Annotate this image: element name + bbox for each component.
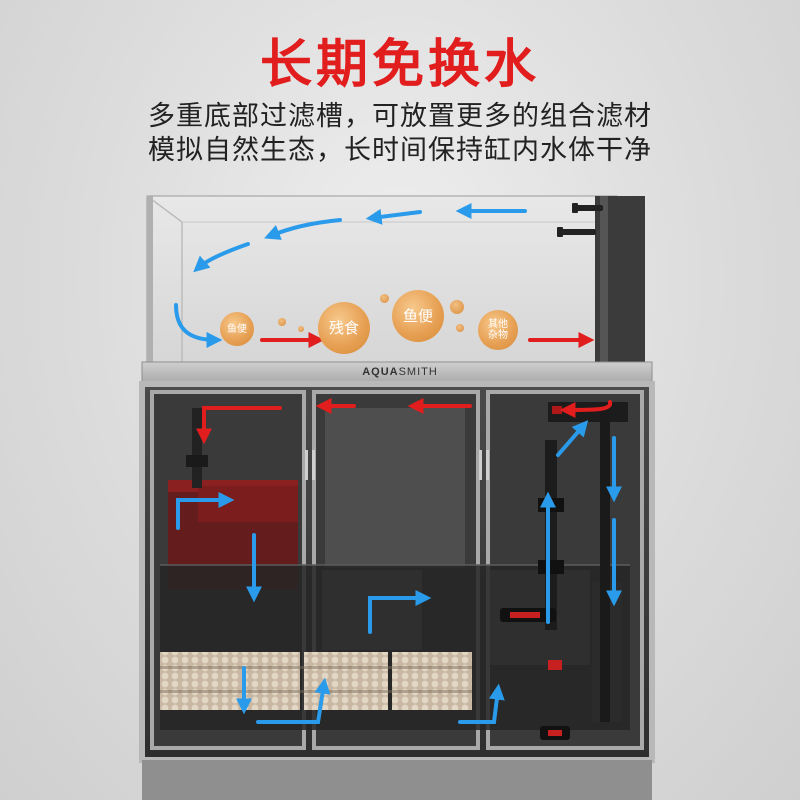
waste-dot [278,318,286,326]
waste-bubble-fish-feces-large: 鱼便 [392,290,444,342]
waste-dot [298,326,304,332]
headline: 长期免换水 [259,35,540,95]
subline-1: 多重底部过滤槽，可放置更多的组合滤材 [148,101,652,132]
waste-dot [456,324,464,332]
subline-2: 模拟自然生态，长时间保持缸内水体干净 [148,135,652,166]
waste-dot [450,300,464,314]
flow-arrows-red [196,332,613,445]
waste-dot [380,294,389,303]
sump-cabinet [139,381,655,800]
brand-logo: AQUASMITH [362,366,438,378]
waste-bubble-other-debris: 其他杂物 [478,310,518,350]
waste-bubble-fish-feces: 鱼便 [220,312,254,346]
flow-arrows-blue [174,203,622,724]
waste-bubble-leftover-food: 残食 [318,302,370,354]
